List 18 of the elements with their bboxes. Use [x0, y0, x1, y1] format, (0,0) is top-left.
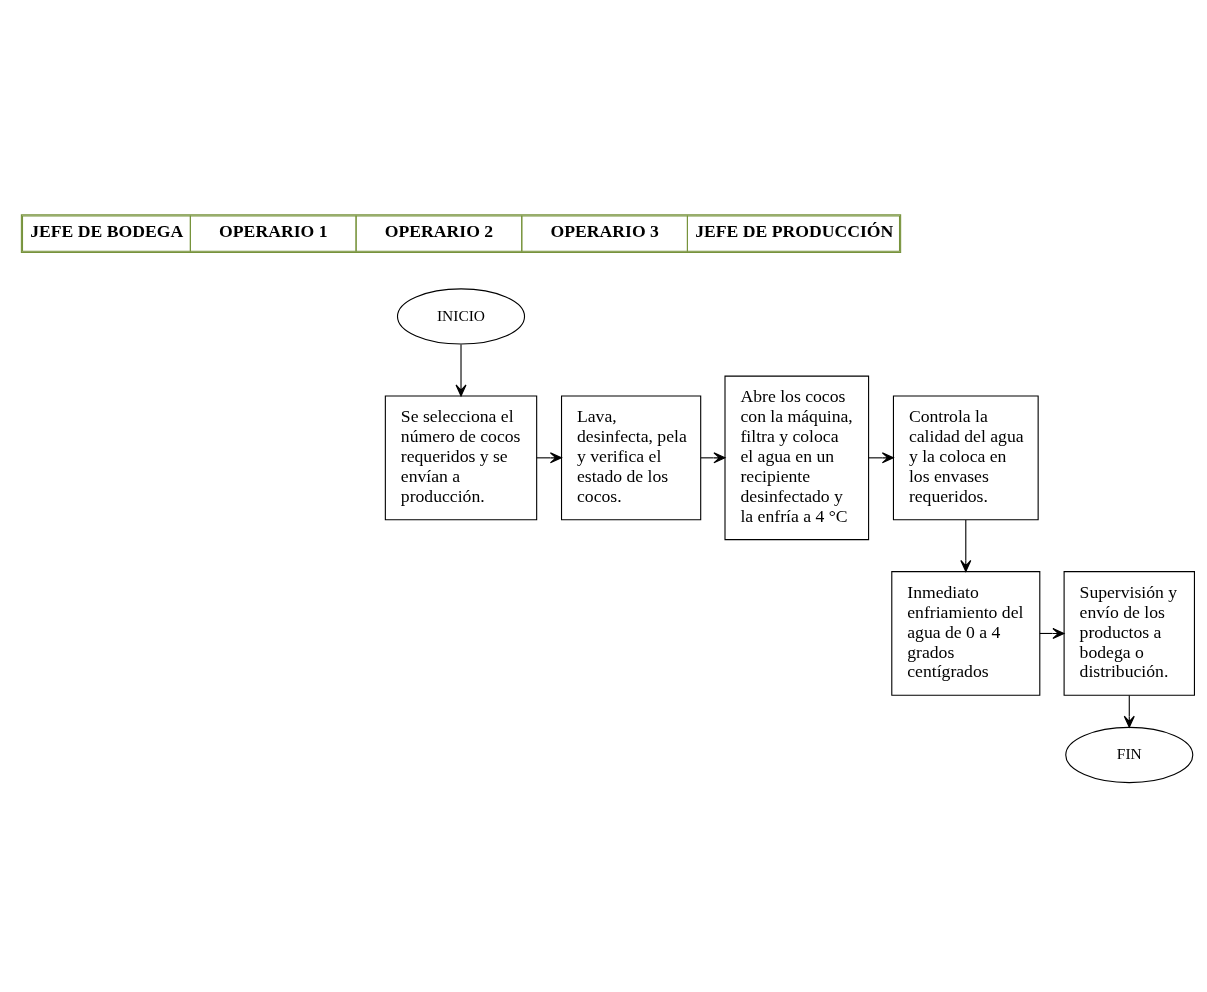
arrow: [700, 451, 726, 463]
node-box: Supervisión y envío de los productos a bodega o distribución.: [1063, 570, 1195, 696]
node-box: Lava, desinfecta, pela y verifica el estado de los cocos.: [561, 394, 702, 520]
arrow: [960, 519, 972, 572]
node-box: Controla la calidad del agua y la coloca en los envases requeridos.: [892, 394, 1039, 520]
arrow: [1039, 627, 1065, 639]
node-ellipse: INICIO: [396, 287, 526, 345]
node-ellipse: FIN: [1065, 726, 1194, 783]
label: JEFE DE PRODUCCIÓN: [695, 220, 894, 241]
label: OPERARIO 1: [219, 220, 328, 241]
label: OPERARIO 2: [384, 220, 494, 241]
node-box: Inmediato enfriamiento del agua de 0 a 4 grados centígrados: [891, 570, 1041, 696]
arrow: [1123, 694, 1135, 728]
node-box: Se selecciona el número de cocos requeridos y se envían a producción.: [384, 394, 538, 520]
label: OPERARIO 3: [550, 220, 659, 241]
node-box: Abre los cocos con la máquina, filtra y coloca el agua en un recipiente desinfectado y la enfría a 4 °C: [724, 375, 870, 540]
arrow: [455, 343, 467, 397]
label: JEFE DE BODEGA: [30, 220, 184, 241]
